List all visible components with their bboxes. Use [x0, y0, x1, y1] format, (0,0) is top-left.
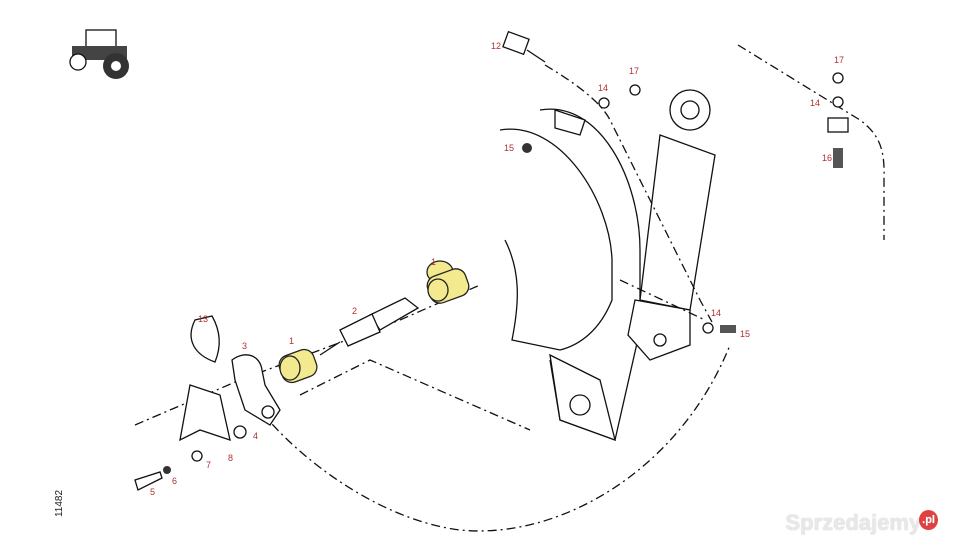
- bushing-right: [426, 260, 470, 304]
- screw-15-top: [522, 143, 532, 153]
- label-8: 8: [228, 453, 233, 463]
- watermark: Sprzedajemy.pl: [785, 510, 938, 536]
- label-17-top: 17: [629, 66, 639, 76]
- label-15-top: 15: [504, 143, 514, 153]
- pin-2: [319, 297, 420, 356]
- nut-17-top: [629, 84, 641, 96]
- screw-15-mid: [720, 325, 736, 333]
- hose-line-right: [737, 44, 885, 240]
- label-2: 2: [352, 306, 357, 316]
- screw-16: [833, 148, 843, 168]
- label-12: 12: [491, 41, 501, 51]
- label-14-mid: 14: [711, 308, 721, 318]
- label-16: 16: [822, 153, 832, 163]
- label-3: 3: [242, 341, 247, 351]
- plate-8: [179, 384, 231, 442]
- watermark-suffix: .pl: [919, 510, 938, 530]
- connector-12: [502, 30, 546, 63]
- washer-4: [233, 425, 247, 439]
- clamp-14-top: [598, 97, 610, 109]
- label-4: 4: [253, 431, 258, 441]
- label-15-mid: 15: [740, 329, 750, 339]
- label-6: 6: [172, 476, 177, 486]
- tractor-icon: [69, 29, 129, 79]
- label-14-top: 14: [598, 83, 608, 93]
- washer-7: [191, 450, 203, 462]
- hydraulic-cylinder: [627, 89, 716, 361]
- label-7: 7: [206, 460, 211, 470]
- bracket-3: [231, 354, 281, 426]
- label-1-left: 1: [289, 336, 294, 346]
- bolt-5: [134, 471, 163, 491]
- clamp-14-right: [832, 96, 844, 108]
- drawing-number: 11482: [54, 489, 66, 518]
- clip-13: [190, 315, 220, 363]
- label-17-right: 17: [834, 55, 844, 65]
- loader-frame: [499, 108, 641, 442]
- plate-right: [827, 117, 849, 133]
- label-13: 13: [198, 314, 208, 324]
- nut-17-right: [832, 72, 844, 84]
- mount-axis: [299, 279, 706, 431]
- nut-6: [163, 466, 171, 474]
- hose-line-lower: [259, 344, 731, 532]
- watermark-brand: Sprzedajemy: [785, 510, 922, 535]
- label-1-right: 1: [431, 257, 436, 267]
- bushing-left: [278, 348, 318, 384]
- clamp-14-mid: [702, 322, 714, 334]
- label-5: 5: [150, 487, 155, 497]
- label-14-right: 14: [810, 98, 820, 108]
